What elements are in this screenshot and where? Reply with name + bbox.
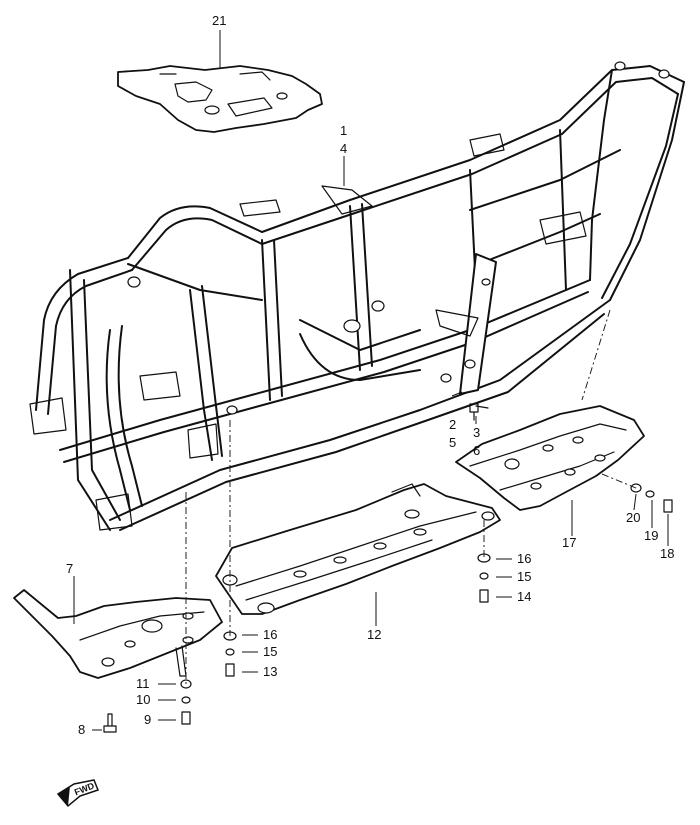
nut-10 [181, 696, 191, 704]
callout-8: 8 [78, 722, 86, 737]
callout-12: 12 [367, 627, 382, 642]
leader-lines [73, 30, 669, 731]
callout-16a: 16 [517, 551, 532, 566]
front-skid-plate-7 [13, 589, 223, 679]
callout-20: 20 [626, 510, 641, 525]
callout-17: 17 [562, 535, 577, 550]
bolt-13 [225, 663, 235, 677]
nut-19 [645, 490, 655, 498]
center-skid-plate-12 [215, 483, 501, 615]
bolt-14 [479, 589, 489, 603]
callout-16b: 16 [263, 627, 278, 642]
main-frame-1 [29, 61, 685, 531]
rear-skid-plate-17 [455, 405, 645, 511]
callout-19: 19 [644, 528, 659, 543]
assembly-lines [185, 309, 637, 684]
callout-1: 1 [340, 123, 348, 138]
callout-11: 11 [136, 676, 150, 691]
bolt-18 [663, 499, 673, 513]
nut-15b [225, 648, 235, 656]
callout-21: 21 [212, 13, 227, 28]
callout-18: 18 [660, 546, 675, 561]
forward-arrow-icon [56, 779, 99, 808]
callout-13: 13 [263, 664, 278, 679]
callout-9: 9 [144, 712, 152, 727]
callout-14: 14 [517, 589, 532, 604]
callout-3: 3 [473, 425, 481, 440]
callout-10: 10 [136, 692, 151, 707]
bolt-9 [181, 711, 191, 725]
fasteners [103, 403, 673, 733]
callout-7: 7 [66, 561, 74, 576]
bolt-3 [469, 403, 489, 421]
callout-6: 6 [473, 443, 481, 458]
nut-15a [479, 572, 489, 580]
callout-15b: 15 [263, 644, 278, 659]
callout-15a: 15 [517, 569, 532, 584]
bolt-8 [103, 713, 117, 733]
callout-4: 4 [340, 141, 348, 156]
callout-5: 5 [449, 435, 457, 450]
guard-plate-21 [117, 65, 323, 133]
callout-2: 2 [449, 417, 457, 432]
